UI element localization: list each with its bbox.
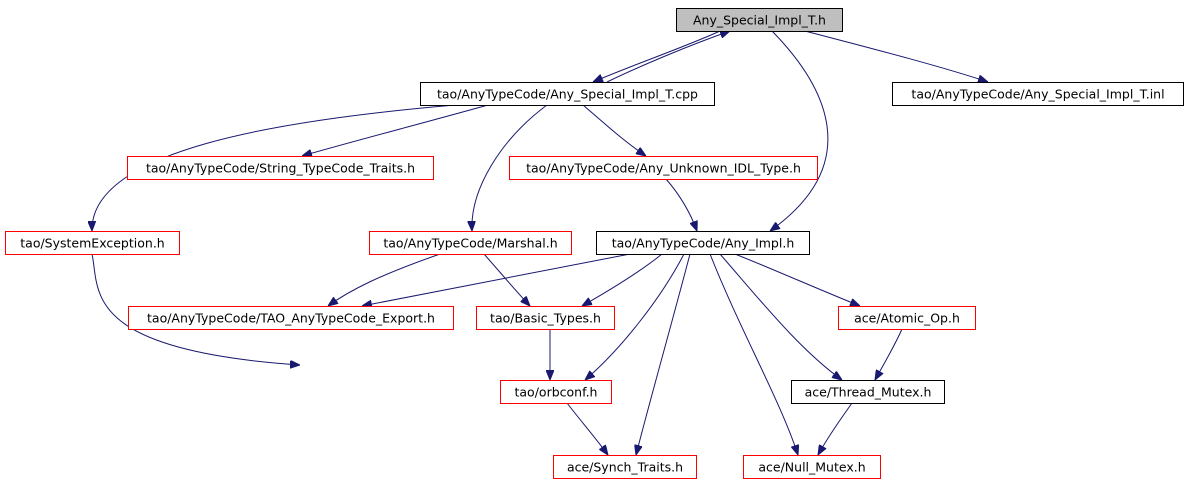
node-n2[interactable]: tao/AnyTypeCode/Any_Special_Impl_T.inl: [892, 82, 1184, 106]
edge-n7-n12: [719, 253, 842, 380]
node-label: ace/Null_Mutex.h: [758, 460, 865, 475]
node-label: tao/AnyTypeCode/Marshal.h: [383, 236, 557, 251]
node-label: tao/AnyTypeCode/Any_Impl.h: [612, 236, 795, 251]
node-label: Any_Special_Impl_T.h: [693, 13, 826, 28]
node-label: ace/Synch_Traits.h: [567, 460, 683, 475]
edge-n10-n12: [875, 328, 903, 380]
edge-n5-n11: [91, 253, 300, 365]
node-box[interactable]: [369, 231, 572, 255]
node-box[interactable]: [500, 380, 612, 404]
edge-n7-n14: [709, 253, 798, 455]
node-box[interactable]: [676, 8, 843, 32]
node-n7[interactable]: tao/AnyTypeCode/Any_Impl.h: [596, 231, 810, 255]
nodes-layer: Any_Special_Impl_T.h tao/AnyTypeCode/Any_…: [5, 8, 1184, 479]
node-box[interactable]: [509, 156, 818, 180]
edge-n1-n5: [92, 104, 456, 231]
edge-n7-n13: [636, 253, 691, 455]
node-n12[interactable]: ace/Thread_Mutex.h: [791, 380, 945, 404]
node-box[interactable]: [553, 455, 697, 479]
edge-n11-n13: [566, 402, 608, 455]
node-label: tao/AnyTypeCode/Any_Unknown_IDL_Type.h: [526, 161, 801, 176]
node-box[interactable]: [743, 455, 881, 479]
node-n6[interactable]: tao/AnyTypeCode/Marshal.h: [369, 231, 572, 255]
node-n11[interactable]: tao/orbconf.h: [500, 380, 612, 404]
node-label: ace/Thread_Mutex.h: [805, 385, 932, 400]
node-n14[interactable]: ace/Null_Mutex.h: [743, 455, 881, 479]
node-n8[interactable]: tao/AnyTypeCode/TAO_AnyTypeCode_Export.h: [128, 306, 454, 330]
node-label: tao/SystemException.h: [20, 236, 164, 251]
node-box[interactable]: [892, 82, 1184, 106]
node-n10[interactable]: ace/Atomic_Op.h: [838, 306, 976, 330]
node-label: tao/AnyTypeCode/TAO_AnyTypeCode_Export.h: [147, 311, 435, 326]
edge-n6-n9: [483, 253, 530, 306]
edge-n7-n9: [582, 253, 663, 306]
node-label: tao/AnyTypeCode/Any_Special_Impl_T.inl: [911, 87, 1164, 102]
node-n5[interactable]: tao/SystemException.h: [5, 231, 180, 255]
node-label: tao/AnyTypeCode/String_TypeCode_Traits.h: [146, 161, 415, 176]
edge-n7-n10: [734, 253, 860, 306]
edges-layer: [92, 31, 988, 455]
edge-n0-n1: [593, 30, 721, 82]
node-box[interactable]: [128, 306, 454, 330]
edge-n0-n7: [770, 30, 829, 231]
node-box[interactable]: [838, 306, 976, 330]
edge-n6-n8: [328, 253, 441, 306]
node-n0[interactable]: Any_Special_Impl_T.h: [676, 8, 843, 32]
node-box[interactable]: [420, 82, 715, 106]
edge-n7-n8: [362, 253, 631, 306]
node-box[interactable]: [596, 231, 810, 255]
node-label: tao/orbconf.h: [515, 385, 598, 400]
node-n3[interactable]: tao/AnyTypeCode/String_TypeCode_Traits.h: [127, 156, 434, 180]
edge-n7-n11: [585, 253, 685, 380]
node-box[interactable]: [476, 306, 615, 330]
node-box[interactable]: [791, 380, 945, 404]
edge-n12-n14: [818, 402, 853, 455]
node-label: ace/Atomic_Op.h: [854, 311, 960, 326]
edge-n1-n0: [606, 31, 730, 83]
node-n9[interactable]: tao/Basic_Types.h: [476, 306, 615, 330]
edge-n1-n4: [582, 104, 646, 156]
node-n1[interactable]: tao/AnyTypeCode/Any_Special_Impl_T.cpp: [420, 82, 715, 106]
node-n4[interactable]: tao/AnyTypeCode/Any_Unknown_IDL_Type.h: [509, 156, 818, 180]
edge-n4-n7: [665, 178, 697, 231]
edge-n1-n3: [302, 104, 489, 156]
edge-n0-n2: [804, 30, 988, 82]
node-box[interactable]: [5, 231, 180, 255]
node-box[interactable]: [127, 156, 434, 180]
node-n13[interactable]: ace/Synch_Traits.h: [553, 455, 697, 479]
node-label: tao/AnyTypeCode/Any_Special_Impl_T.cpp: [437, 87, 698, 102]
node-label: tao/Basic_Types.h: [490, 311, 601, 326]
edge-n1-n6: [472, 104, 548, 231]
